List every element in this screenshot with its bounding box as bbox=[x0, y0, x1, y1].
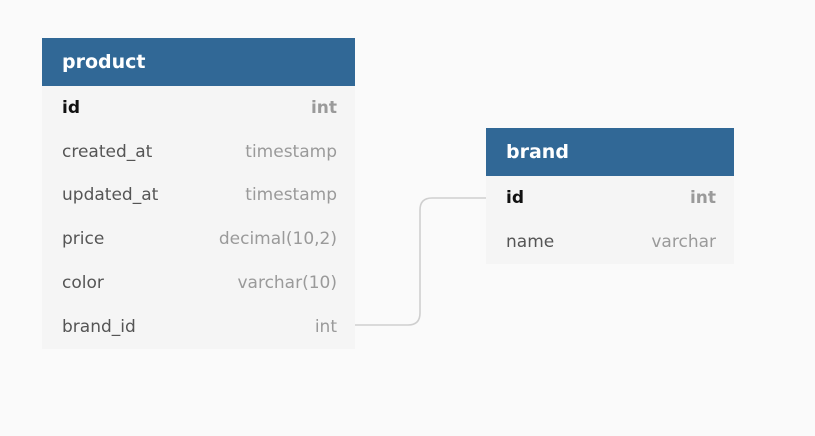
field-type: timestamp bbox=[245, 141, 337, 162]
field-name: created_at bbox=[62, 141, 153, 162]
field-name: id bbox=[506, 187, 524, 208]
field-name: color bbox=[62, 273, 104, 294]
table-header-product[interactable]: product bbox=[42, 38, 355, 86]
field-row-created-at[interactable]: created_at timestamp bbox=[42, 130, 355, 174]
field-type: decimal(10,2) bbox=[218, 229, 337, 250]
field-name: updated_at bbox=[62, 185, 159, 206]
table-title: brand bbox=[506, 141, 569, 163]
field-row-id[interactable]: id int bbox=[486, 176, 734, 220]
field-type: timestamp bbox=[245, 185, 337, 206]
field-type: int bbox=[310, 97, 337, 118]
field-row-name[interactable]: name varchar bbox=[486, 220, 734, 264]
field-type: varchar(10) bbox=[237, 273, 337, 294]
field-type: varchar bbox=[651, 231, 716, 252]
field-row-brand-id[interactable]: brand_id int bbox=[42, 305, 355, 349]
table-header-brand[interactable]: brand bbox=[486, 128, 734, 176]
field-row-price[interactable]: price decimal(10,2) bbox=[42, 217, 355, 261]
field-name: price bbox=[62, 229, 105, 250]
field-name: id bbox=[62, 97, 80, 118]
field-row-id[interactable]: id int bbox=[42, 86, 355, 130]
table-title: product bbox=[62, 51, 146, 73]
field-row-color[interactable]: color varchar(10) bbox=[42, 261, 355, 305]
field-type: int bbox=[689, 187, 716, 208]
field-name: name bbox=[506, 231, 555, 252]
field-name: brand_id bbox=[62, 316, 136, 337]
table-product[interactable]: product id int created_at timestamp upda… bbox=[42, 38, 355, 349]
field-type: int bbox=[314, 316, 337, 337]
table-brand[interactable]: brand id int name varchar bbox=[486, 128, 734, 264]
field-row-updated-at[interactable]: updated_at timestamp bbox=[42, 174, 355, 218]
